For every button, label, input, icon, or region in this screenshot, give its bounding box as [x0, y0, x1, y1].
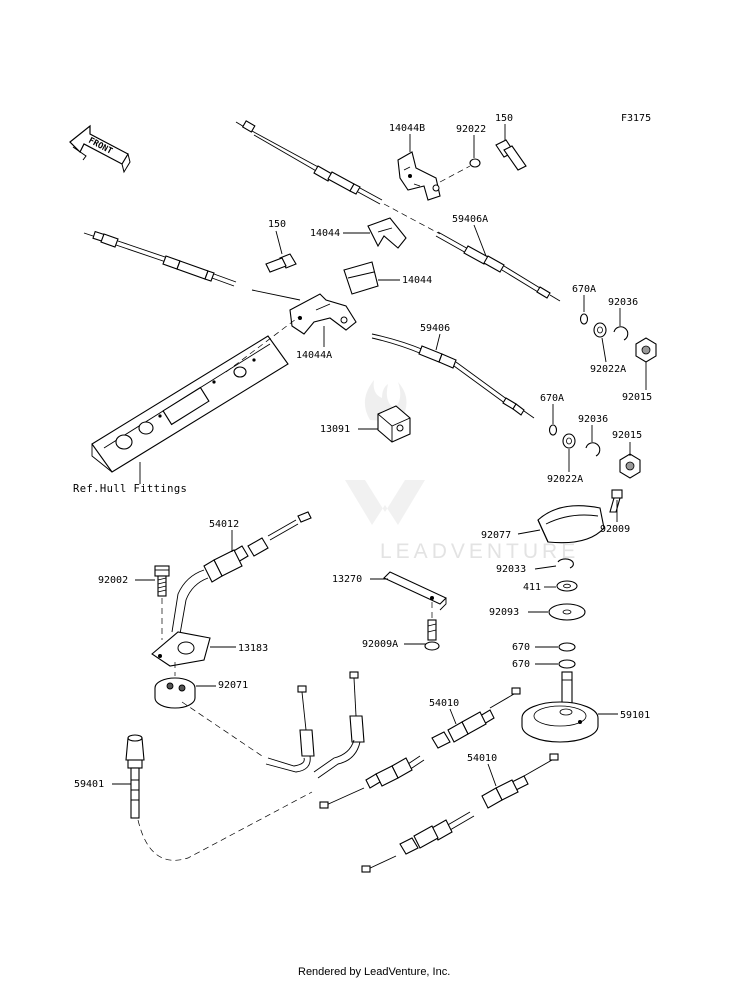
label-59101: 59101	[620, 710, 650, 721]
clip-92036-lower	[585, 442, 601, 457]
label-92033: 92033	[496, 564, 526, 575]
lever-92077	[537, 505, 605, 544]
label-14044B: 14044B	[389, 123, 425, 134]
clip-14044-upper	[367, 217, 407, 249]
choke-cable-right	[313, 671, 365, 779]
cable-59406A	[235, 120, 561, 302]
label-92022: 92022	[456, 124, 486, 135]
label-92093: 92093	[489, 607, 519, 618]
footer-credit: Rendered by LeadVenture, Inc.	[298, 966, 450, 978]
hull-fitting-plate	[91, 335, 289, 473]
screw-92009	[609, 489, 623, 513]
label-92009A: 92009A	[362, 639, 398, 650]
label-13270: 13270	[332, 574, 362, 585]
label-54012: 54012	[209, 519, 239, 530]
screw-92009A	[424, 619, 440, 651]
label-92009: 92009	[600, 524, 630, 535]
label-670A-lower: 670A	[540, 393, 564, 404]
label-150-mid: 150	[268, 219, 286, 230]
cable-59406	[371, 333, 535, 419]
label-54010-lower: 54010	[467, 753, 497, 764]
label-670-upper: 670	[512, 642, 530, 653]
label-92015-lower: 92015	[612, 430, 642, 441]
label-670A-upper: 670A	[572, 284, 596, 295]
label-92077: 92077	[481, 530, 511, 541]
label-13091: 13091	[320, 424, 350, 435]
watermark-text: LEADVENTURE	[380, 540, 579, 563]
bracket-13270	[383, 571, 447, 611]
clip-92036-upper	[613, 326, 629, 341]
label-150-top: 150	[495, 113, 513, 124]
label-670-lower: 670	[512, 659, 530, 670]
label-92022A-lower: 92022A	[547, 474, 583, 485]
bolt-150-top	[495, 139, 527, 171]
washer-92022	[469, 158, 481, 168]
grommet-92071	[154, 677, 196, 709]
label-59406A: 59406A	[452, 214, 488, 225]
label-59406: 59406	[420, 323, 450, 334]
nut-92015-upper	[635, 337, 657, 363]
label-92036-upper: 92036	[608, 297, 638, 308]
label-ref-hull-fittings: Ref.Hull Fittings	[73, 483, 187, 495]
front-arrow-icon: FRONT	[69, 124, 131, 174]
label-59401: 59401	[74, 779, 104, 790]
cable-54010-upper	[319, 687, 521, 809]
oring-670-lower	[558, 659, 576, 669]
bracket-14044A	[289, 293, 357, 335]
figure-id: F3175	[621, 113, 651, 124]
label-14044-lower: 14044	[402, 275, 432, 286]
watermark-logo	[345, 380, 425, 525]
label-92036-lower: 92036	[578, 414, 608, 425]
washer-92093	[548, 603, 586, 621]
clip-92033	[557, 558, 574, 569]
label-92015-upper: 92015	[622, 392, 652, 403]
clip-14044-lower	[343, 261, 379, 295]
washer-411	[556, 580, 578, 592]
label-14044A: 14044A	[296, 350, 332, 361]
oring-670-upper	[558, 642, 576, 652]
label-54010-upper: 54010	[429, 698, 459, 709]
label-92071: 92071	[218, 680, 248, 691]
cable-54012	[171, 511, 312, 635]
choke-cable-left	[265, 685, 315, 773]
pulley-59101	[521, 671, 599, 743]
label-92022A-upper: 92022A	[590, 364, 626, 375]
label-411: 411	[523, 582, 541, 593]
nut-92015-lower	[619, 453, 641, 479]
cable-left	[83, 230, 237, 287]
knob-59401	[125, 734, 145, 819]
oring-670A-upper	[579, 313, 589, 325]
cable-54010-lower	[361, 753, 559, 873]
label-92002: 92002	[98, 575, 128, 586]
bolt-150-mid	[265, 253, 297, 273]
plate-13183	[151, 631, 211, 667]
bolt-92002	[154, 565, 170, 597]
label-14044-upper: 14044	[310, 228, 340, 239]
rubber-13091	[377, 405, 411, 443]
oring-670A-lower	[548, 424, 558, 436]
label-13183: 13183	[238, 643, 268, 654]
bracket-14044B	[397, 151, 441, 201]
